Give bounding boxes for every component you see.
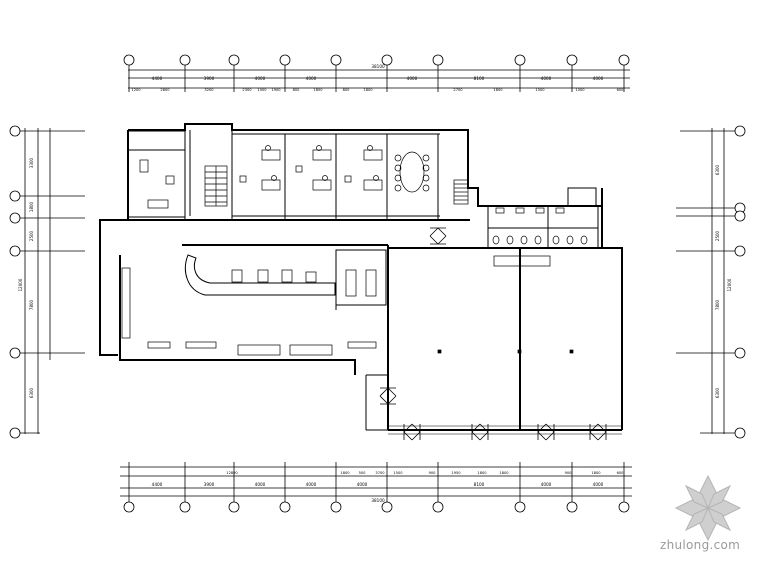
dim-label-right: 12000 [727, 278, 732, 291]
dim-label-left: 3300 [29, 157, 34, 168]
dim-label-top: 3900 [204, 76, 215, 81]
dim-label-left: 1800 [29, 201, 34, 212]
dim-label-top: 4000 [541, 76, 552, 81]
dim-sublabel-bottom: 500 [359, 471, 367, 475]
dim-label-left: 2500 [29, 230, 34, 241]
dim-label-top: 4000 [593, 76, 604, 81]
dim-label-top: 4400 [152, 76, 163, 81]
dim-sublabel-bottom: 12800 [226, 471, 238, 475]
dim-sublabel-top: 800 [343, 88, 351, 92]
dim-label-right: 6300 [715, 387, 720, 398]
dim-label-bottom: 4000 [357, 482, 368, 487]
dim-label-left: 12000 [18, 278, 23, 291]
dim-label-right: 6300 [715, 164, 720, 175]
dim-sublabel-top: 800 [293, 88, 301, 92]
dim-sublabel-top: 600 [617, 88, 625, 92]
dim-sublabel-bottom: 900 [429, 471, 437, 475]
left-dimension-chain [18, 128, 85, 434]
dim-sublabel-bottom: 900 [565, 471, 573, 475]
left-dimension-labels: 3300 1800 2500 12000 7800 6300 [18, 157, 34, 398]
dim-label-bottom: 4000 [255, 482, 266, 487]
dim-label-right: 7800 [715, 299, 720, 310]
dim-label-bottom: 4000 [541, 482, 552, 487]
dim-sublabel-bottom: 1800 [477, 471, 487, 475]
dim-sublabel-top: 1000 [575, 88, 585, 92]
dim-sublabel-top: 1000 [257, 88, 267, 92]
dim-sublabel-top: 3200 [204, 88, 214, 92]
top-axis-markers [123, 54, 630, 92]
dim-label-bottom: 4000 [306, 482, 317, 487]
dim-sublabel-top: 1500 [535, 88, 545, 92]
dim-sublabel-top: 1800 [493, 88, 503, 92]
dim-sublabel-bottom: 1500 [393, 471, 403, 475]
dim-label-bottom: 4000 [593, 482, 604, 487]
interior-walls [127, 130, 599, 431]
dim-sublabel-top: 2700 [453, 88, 463, 92]
top-dimension-chain [128, 69, 630, 89]
bottom-dimension-chain [120, 466, 632, 497]
facade-glazing [388, 425, 622, 435]
watermark-text: zhulong.com [660, 538, 741, 552]
right-dimension-labels: 6300 2500 7800 12000 6300 [715, 164, 732, 398]
dim-sublabel-top: 2800 [160, 88, 170, 92]
dim-sublabel-top: 1200 [131, 88, 141, 92]
dim-label-bottom: 4400 [152, 482, 163, 487]
dim-label-top: 4000 [306, 76, 317, 81]
dim-sublabel-bottom: 1950 [451, 471, 461, 475]
exterior-walls [99, 123, 623, 431]
dim-label-top: 4000 [255, 76, 266, 81]
bottom-sub-dimension-labels: 12800 1800 500 3700 1500 900 1950 1800 1… [226, 471, 624, 475]
dim-label-bottom: 8100 [474, 482, 485, 487]
dim-label-left: 6300 [29, 387, 34, 398]
dim-sublabel-top: 2300 [242, 88, 252, 92]
dim-label-bottom-total: 38100 [371, 498, 385, 503]
dim-sublabel-bottom: 1800 [340, 471, 350, 475]
dim-label-bottom: 3900 [204, 482, 215, 487]
office-furniture [121, 145, 588, 356]
dim-sublabel-top: 1900 [271, 88, 281, 92]
dim-sublabel-bottom: 1800 [499, 471, 509, 475]
bottom-dimension-labels: 4400 3900 4000 4000 4000 8100 4000 4000 … [152, 482, 604, 503]
entrance-doors [379, 227, 607, 441]
right-axis-markers [734, 125, 746, 439]
right-dimension-chain [676, 128, 740, 434]
dim-sublabel-bottom: 1800 [591, 471, 601, 475]
dim-sublabel-top: 1800 [363, 88, 373, 92]
left-axis-markers [9, 125, 21, 439]
dim-label-top: 4000 [407, 76, 418, 81]
bottom-axis-markers [123, 462, 630, 513]
top-sub-dimension-labels: 1200 2800 3200 2300 1000 1900 800 1800 8… [131, 88, 624, 92]
dim-label-top: 8100 [474, 76, 485, 81]
watermark-logo [674, 474, 742, 542]
dim-label-top-total: 38100 [371, 64, 385, 69]
stair-right [453, 179, 469, 205]
dim-sublabel-top: 1800 [313, 88, 323, 92]
top-dimension-labels: 38100 4400 3900 4000 4000 4000 8100 4000… [152, 64, 604, 81]
dim-sublabel-bottom: 600 [617, 471, 625, 475]
dim-sublabel-bottom: 3700 [375, 471, 385, 475]
stair-left [204, 165, 228, 207]
dim-label-right: 2500 [715, 230, 720, 241]
dim-label-left: 7800 [29, 299, 34, 310]
reception-counter [184, 254, 336, 296]
